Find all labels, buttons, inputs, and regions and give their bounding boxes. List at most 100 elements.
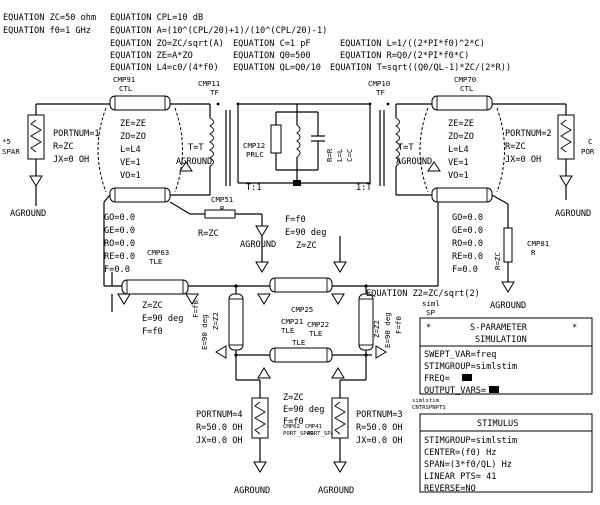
tle-bottom-line [269, 347, 333, 363]
cmp70-type: CTL [460, 84, 474, 93]
equation-q0: EQUATION Q0=500 [233, 51, 311, 61]
port-1-head: *5 [2, 137, 11, 146]
ctl-right-param: ZO=ZO [448, 132, 474, 142]
tle-vert-left-param: Z=Z2 [211, 312, 220, 330]
stim-title: STIMULUS [477, 419, 518, 429]
tle-vert-left-param: F=f0 [191, 300, 200, 318]
cmp51-param: R=ZC [198, 229, 219, 239]
ctl-left-param-b: GO=0.0 [104, 213, 135, 223]
tle-vert-right-param: Z=Z2 [372, 320, 381, 338]
ground-icon [333, 261, 347, 273]
cmp51-resistor: AGROUND R=ZC [169, 201, 276, 250]
equation-zo: EQUATION ZO=ZC/sqrt(A) [110, 39, 224, 49]
equations-block: EQUATION ZC=50 ohm EQUATION CPL=10 dB EQ… [3, 13, 511, 73]
ground-icon [257, 293, 271, 305]
equation-l: EQUATION L=1/((2*PI*f0)^2*C) [340, 39, 485, 49]
tle-top-line [269, 277, 333, 293]
port-4-param: JX=0.0 OH [196, 436, 243, 446]
ctl-right-param: VO=1 [448, 171, 469, 181]
prlc-param: C=C [345, 149, 354, 162]
ctl-right-param-b: RO=0.0 [452, 239, 483, 249]
cmp12-type: PRLC [246, 150, 264, 159]
ctl-left-param: L=L4 [120, 145, 141, 155]
equation-cpl: EQUATION CPL=10 dB [110, 13, 203, 23]
branch-line-hybrid: E=90 deg Z=Z2 F=f0 Z=Z2 E=90 deg F=f0 [191, 202, 439, 379]
equation-zc: EQUATION ZC=50 ohm [3, 13, 96, 23]
ground-label: AGROUND [10, 209, 46, 219]
sim-line: STIMGROUP=simlstim [424, 362, 517, 372]
port-1-resistor [27, 114, 45, 160]
ground-icon [333, 461, 347, 473]
equation-ql: EQUATION QL=Q0/10 [233, 63, 321, 73]
cmp81-body [503, 227, 513, 263]
cmp63-id: CMP63 [147, 248, 169, 257]
tf-right-ratio: 1:T [356, 183, 372, 193]
cmp51-body [204, 209, 236, 219]
cmp25-id: CMP25 [291, 305, 313, 314]
stim-box [419, 413, 593, 493]
ground-label: AGROUND [176, 157, 212, 167]
ctl-left-top-line [109, 95, 171, 111]
sim-bullet-right: * [572, 323, 577, 333]
prlc-resonator: R=R L=L C=C [237, 103, 371, 186]
cmp11-type: TF [210, 88, 219, 97]
ctl-right-param: VE=1 [448, 158, 469, 168]
port-1-param: JX=0 OH [53, 155, 89, 165]
sim-title: S-PARAMETER [470, 323, 528, 333]
port-2-param: JX=0 OH [505, 155, 541, 165]
port-2-param: PORTNUM=2 [505, 129, 552, 139]
tf-left-param: T=T [188, 143, 204, 153]
tle-left-param: F=f0 [142, 327, 163, 337]
tle-left-param: E=90 deg [142, 314, 183, 324]
ground-label: AGROUND [318, 486, 354, 496]
equation-c: EQUATION C=1 pF [233, 39, 311, 49]
tf-left-ratio: T:1 [246, 183, 262, 193]
ctl-right-top-line [431, 95, 493, 111]
transformer-right: T=T AGROUND 1:T [356, 102, 441, 196]
tle-bottom-param: Z=ZC [283, 393, 304, 403]
ground-icon [427, 161, 441, 172]
sim-bullet-left: * [426, 323, 431, 333]
cmp12-id: CMP12 [243, 141, 265, 150]
wire [103, 194, 111, 203]
equation-z2: EQUATION Z2=ZC/sqrt(2) [366, 289, 480, 299]
port-4: AGROUND PORTNUM=4 R=50.0 OH JX=0.0 OH [196, 355, 270, 496]
tle-left-line [121, 279, 189, 295]
tle-left: Z=ZC E=90 deg F=f0 [104, 272, 236, 337]
ctl-right-bottom-line [431, 187, 493, 203]
ctl-right-param: ZE=ZE [448, 119, 474, 129]
tle-bottom-param: F=f0 [283, 417, 304, 427]
cmp21-id: CMP21 [281, 317, 303, 326]
tle-center-param: F=f0 [285, 215, 306, 225]
ctl-right: ZE=ZE ZO=ZO L=L4 VE=1 VO=1 GO=0.0 GE=0.0… [419, 95, 505, 275]
port-1-param: PORTNUM=1 [53, 129, 100, 139]
ground-icon [255, 225, 269, 237]
equation-l4: EQUATION L4=c0/(4*f0) [110, 63, 219, 73]
ctl-right-param-b: GO=0.0 [452, 213, 483, 223]
ground-label: AGROUND [234, 486, 270, 496]
ctl-left-param: VO=1 [120, 171, 141, 181]
ctl-right-param: L=L4 [448, 145, 469, 155]
equation-ze: EQUATION ZE=A*ZO [110, 51, 193, 61]
prlc-param: L=L [335, 148, 344, 162]
ground-icon [331, 293, 345, 305]
ctl-left-param: ZO=ZO [120, 132, 146, 142]
equation-f0: EQUATION f0=1 GHz [3, 26, 91, 36]
port-4-param: R=50.0 OH [196, 423, 243, 433]
stim-tag-id: simlstim [412, 398, 440, 404]
ctl-left: ZE=ZE ZO=ZO L=L4 VE=1 VO=1 GO=0.0 GE=0.0… [97, 95, 183, 275]
sim-output-redacted [489, 386, 499, 393]
cmp22-type: TLE [309, 329, 322, 338]
stim-line: SPAN=(3*f0/QL) Hz [424, 460, 512, 470]
equation-a: EQUATION A=(10^(CPL/20)+1)/(10^(CPL/20)-… [110, 26, 327, 36]
sim-tag-id: siml [422, 299, 440, 308]
cmp62-id: CMP62 [283, 424, 300, 430]
sim-subtitle: SIMULATION [475, 335, 527, 345]
ground-label: AGROUND [240, 240, 276, 250]
cmp63-type: TLE [149, 257, 162, 266]
cmp41-id: CMP41 [305, 424, 322, 430]
cmp81-resistor: AGROUND R=ZC [490, 194, 526, 311]
tle-left-param: Z=ZC [142, 301, 163, 311]
port-2: AGROUND C POR PORTNUM=2 R=ZC JX=0 OH [492, 103, 595, 219]
